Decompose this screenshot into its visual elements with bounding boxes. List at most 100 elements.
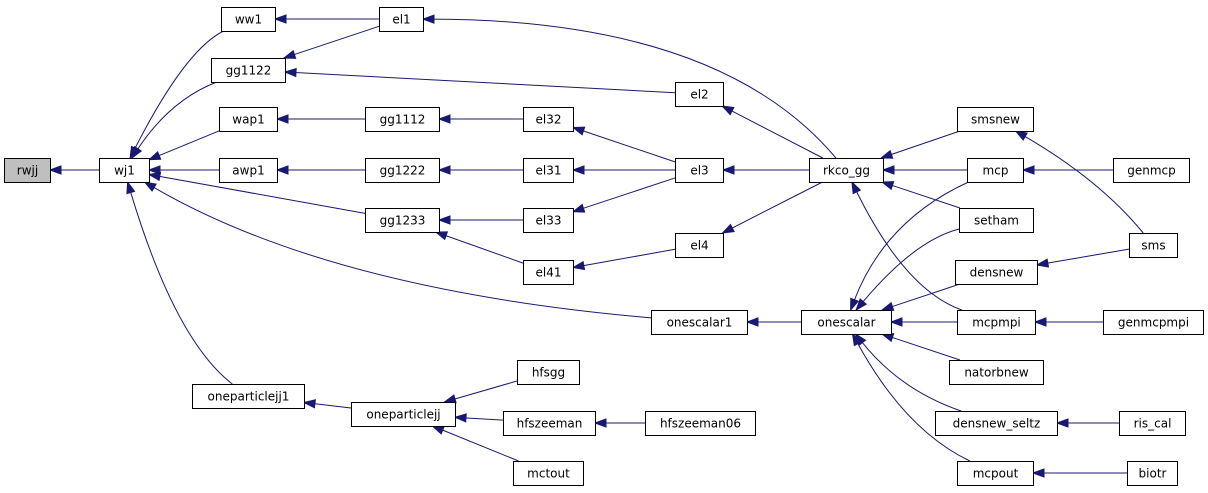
node-ww1[interactable]: ww1 [221, 7, 276, 32]
node-onescalar1[interactable]: onescalar1 [651, 310, 748, 335]
node-el31[interactable]: el31 [523, 158, 574, 183]
node-layer: rwjj wj1 ww1 gg1122 wap1 awp1 gg1233 oneparticl… [4, 7, 1204, 486]
edge-onescalar1-to-wj1 [143, 181, 652, 319]
node-box [221, 7, 276, 32]
node-label: ww1 [235, 13, 262, 27]
arrowhead-icon [143, 181, 157, 192]
node-sms[interactable]: sms [1129, 233, 1178, 258]
node-label: el3 [690, 164, 708, 178]
node-el41[interactable]: el41 [523, 260, 574, 285]
node-box [219, 107, 278, 132]
node-box [523, 208, 574, 233]
arrowhead-icon [850, 297, 860, 312]
arrowhead-icon [147, 165, 161, 175]
arrowhead-icon [721, 223, 735, 234]
node-box [192, 384, 305, 409]
arrowhead-icon [1055, 418, 1069, 428]
node-mctout[interactable]: mctout [513, 461, 584, 486]
node-oneparticlejj[interactable]: oneparticlejj [351, 402, 456, 427]
edge-setham-to-rkco_gg [880, 181, 961, 209]
node-onescalar[interactable]: onescalar [801, 310, 892, 335]
node-mcpmpi[interactable]: mcpmpi [957, 310, 1036, 335]
node-densnew_seltz[interactable]: densnew_seltz [935, 411, 1058, 436]
arrowhead-icon [1035, 258, 1050, 268]
node-label: mcpout [973, 467, 1019, 481]
edge-mcpmpi-to-onescalar [889, 317, 957, 327]
arrowhead-icon [851, 180, 862, 195]
node-el33[interactable]: el33 [523, 208, 574, 233]
node-el32[interactable]: el32 [523, 107, 574, 132]
edge-sms-to-densnew [1035, 248, 1130, 268]
node-densnew[interactable]: densnew [955, 260, 1038, 285]
node-label: el1 [392, 13, 410, 27]
node-mcp[interactable]: mcp [967, 158, 1024, 183]
node-label: gg1233 [380, 214, 426, 228]
node-label: el31 [536, 164, 562, 178]
node-gg1122[interactable]: gg1122 [211, 58, 286, 83]
node-setham[interactable]: setham [959, 208, 1034, 233]
node-gg1112[interactable]: gg1112 [365, 107, 440, 132]
node-label: sms [1141, 239, 1165, 253]
node-box [645, 411, 756, 436]
node-genmcp[interactable]: genmcp [1113, 158, 1190, 183]
node-mcpout[interactable]: mcpout [957, 461, 1034, 486]
node-hfsgg[interactable]: hfsgg [517, 360, 580, 385]
edge-gg1122-to-wj1 [131, 81, 217, 160]
node-label: rwjj [17, 164, 38, 178]
arrowhead-icon [593, 418, 607, 428]
node-genmcpmpi[interactable]: genmcpmpi [1103, 310, 1204, 335]
edge-hfszeeman-to-oneparticlejj [453, 413, 504, 423]
edge-densnew-to-onescalar [880, 283, 961, 311]
arrowhead-icon [431, 425, 445, 435]
node-rwjj[interactable]: rwjj [4, 158, 51, 183]
node-wap1[interactable]: wap1 [219, 107, 278, 132]
node-el4[interactable]: el4 [675, 233, 724, 258]
node-gg1222[interactable]: gg1222 [365, 158, 440, 183]
node-label: rkco_gg [823, 164, 870, 178]
arrowhead-icon [437, 215, 451, 225]
node-box [523, 158, 574, 183]
node-awp1[interactable]: awp1 [219, 158, 278, 183]
node-label: onescalar [817, 316, 875, 330]
arrowhead-icon [745, 317, 759, 327]
node-box [351, 402, 456, 427]
arrowhead-icon [880, 181, 895, 191]
node-wj1[interactable]: wj1 [99, 158, 150, 183]
edge-natorbnew-to-onescalar [880, 333, 961, 361]
node-el3[interactable]: el3 [675, 158, 724, 183]
arrowhead-icon [855, 298, 868, 312]
node-el2[interactable]: el2 [675, 82, 724, 107]
node-hfszeeman[interactable]: hfszeeman [503, 411, 596, 436]
edge-genmcpmpi-to-mcpmpi [1033, 317, 1103, 327]
node-oneparticlejj1[interactable]: oneparticlejj1 [192, 384, 305, 409]
node-label: oneparticlejj [366, 408, 440, 422]
node-label: densnew_seltz [953, 417, 1041, 431]
arrowhead-icon [1014, 130, 1028, 141]
edge-el31-to-gg1222 [437, 165, 523, 175]
node-box [935, 411, 1058, 436]
edge-oneparticlejj1-to-wj1 [126, 180, 233, 385]
node-rkco_gg[interactable]: rkco_gg [809, 158, 884, 183]
node-label: awp1 [232, 164, 264, 178]
node-el1[interactable]: el1 [379, 7, 424, 32]
node-smsnew[interactable]: smsnew [957, 107, 1034, 132]
edge-el32-to-gg1112 [437, 114, 523, 124]
node-box [365, 158, 440, 183]
node-box [517, 360, 580, 385]
arrowhead-icon [275, 165, 289, 175]
node-gg1233[interactable]: gg1233 [365, 208, 440, 233]
node-label: el41 [536, 266, 562, 280]
node-ris_cal[interactable]: ris_cal [1119, 411, 1186, 436]
node-hfszeeman06[interactable]: hfszeeman06 [645, 411, 756, 436]
arrowhead-icon [881, 165, 895, 175]
node-biotr[interactable]: biotr [1127, 461, 1178, 486]
edge-onescalar-to-onescalar1 [745, 317, 801, 327]
node-natorbnew[interactable]: natorbnew [949, 360, 1044, 385]
edge-el3-to-el32 [571, 126, 676, 163]
edge-wap1-to-wj1 [147, 130, 220, 161]
node-label: mcp [983, 164, 1009, 178]
node-label: hfsgg [532, 366, 565, 380]
edge-el4-to-el41 [571, 248, 676, 271]
arrowhead-icon [443, 394, 457, 404]
